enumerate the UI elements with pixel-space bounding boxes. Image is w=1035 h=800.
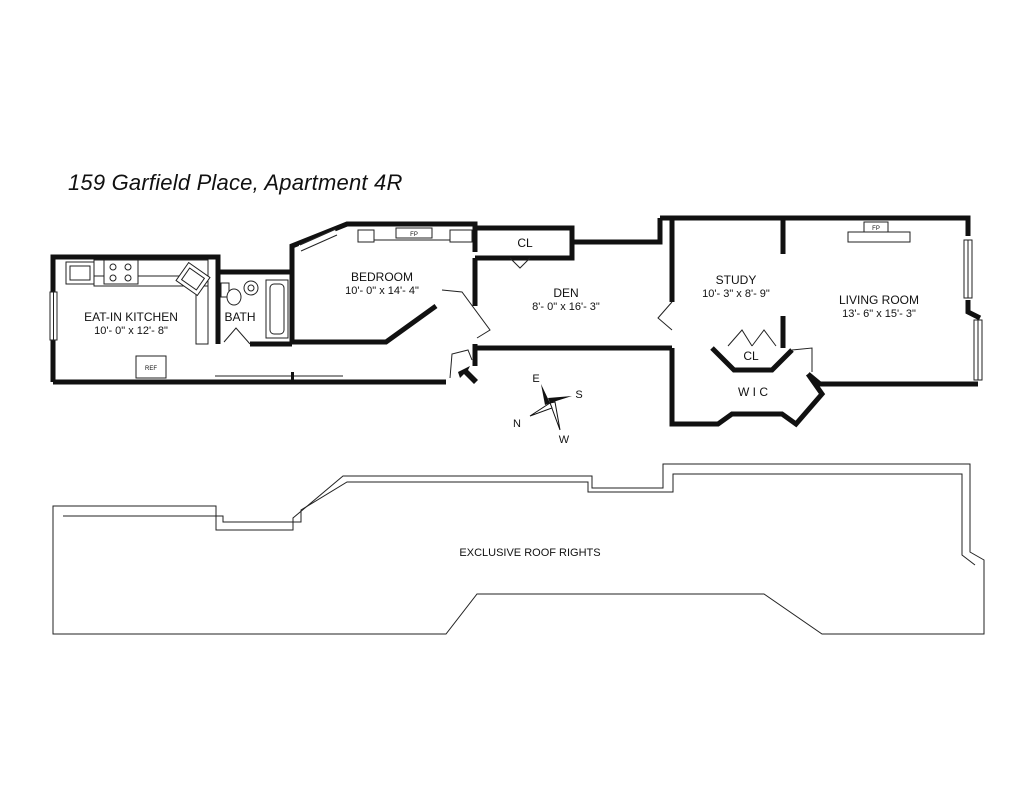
study-name: STUDY bbox=[716, 273, 757, 287]
closet-2-name: CL bbox=[743, 349, 759, 363]
bedroom-name: BEDROOM bbox=[351, 270, 413, 284]
bedroom-dims: 10'- 0" x 14'- 4" bbox=[345, 285, 419, 297]
compass-east-label: E bbox=[532, 373, 539, 385]
window-bedroom bbox=[298, 228, 338, 252]
stove-icon bbox=[103, 259, 139, 285]
windows bbox=[49, 228, 983, 382]
compass-west-label: W bbox=[559, 434, 570, 446]
fireplace-bedroom-label: FP bbox=[410, 232, 418, 238]
closet-1-name: CL bbox=[517, 236, 533, 250]
compass-north-label: N bbox=[513, 418, 521, 430]
room-labels: EAT-IN KITCHEN 10'- 0" x 12'- 8" BATH BE… bbox=[84, 236, 919, 399]
door-bedroom bbox=[441, 289, 491, 339]
toilet-icon bbox=[220, 282, 242, 306]
door-closet-1 bbox=[509, 257, 531, 269]
living-room-name: LIVING ROOM bbox=[839, 293, 919, 307]
roof-inner-edge bbox=[63, 473, 976, 566]
door-closet-2 bbox=[727, 329, 777, 347]
roof-outline: EXCLUSIVE ROOF RIGHTS bbox=[52, 463, 985, 635]
compass-needle-west bbox=[549, 401, 561, 431]
compass-icon: E S N W bbox=[513, 373, 583, 446]
kitchen-dims: 10'- 0" x 12'- 8" bbox=[94, 325, 168, 337]
compass-needle-north bbox=[529, 402, 553, 417]
fireplace-living-label: FP bbox=[872, 226, 880, 232]
sink-bath-icon bbox=[243, 280, 259, 296]
fireplace-living: FP bbox=[847, 221, 911, 243]
door-wic bbox=[791, 347, 813, 372]
window-kitchen bbox=[49, 291, 58, 341]
wall-study-top bbox=[660, 215, 971, 236]
door-entry bbox=[449, 349, 473, 379]
compass-needle-east bbox=[541, 384, 550, 405]
kitchen-fixtures: REF bbox=[65, 259, 211, 379]
wall-living-right bbox=[965, 300, 982, 321]
kitchen-name: EAT-IN KITCHEN bbox=[84, 310, 178, 324]
walls bbox=[50, 215, 982, 428]
door-bath bbox=[223, 327, 251, 345]
refrigerator-label: REF bbox=[145, 366, 157, 372]
wall-wic bbox=[669, 348, 826, 428]
refrigerator-icon: REF bbox=[135, 355, 167, 379]
compass-south-label: S bbox=[575, 389, 582, 401]
corridor-post bbox=[291, 372, 294, 382]
den-dims: 8'- 0" x 16'- 3" bbox=[532, 301, 600, 313]
roof-outer-edge bbox=[52, 463, 985, 635]
roof-label: EXCLUSIVE ROOF RIGHTS bbox=[459, 547, 600, 559]
wall-bedroom-bottom bbox=[292, 303, 438, 345]
window-living-2 bbox=[973, 319, 983, 381]
entry-arrow-icon bbox=[458, 366, 478, 384]
wall-bedroom bbox=[289, 221, 478, 272]
den-name: DEN bbox=[553, 286, 578, 300]
window-living-1 bbox=[963, 239, 973, 299]
living-room-dims: 13'- 6" x 15'- 3" bbox=[842, 308, 916, 320]
wall-living-bottom bbox=[806, 372, 978, 387]
plan-title: 159 Garfield Place, Apartment 4R bbox=[68, 170, 403, 195]
wall-closet-2 bbox=[710, 346, 794, 373]
bath-fixtures bbox=[220, 279, 289, 339]
bath-name: BATH bbox=[224, 310, 255, 324]
compass-needle-south bbox=[548, 396, 572, 403]
wall-den-top bbox=[572, 218, 663, 245]
fireplace-bedroom: FP bbox=[357, 227, 473, 243]
wic-name: W I C bbox=[738, 385, 768, 399]
bathtub-icon bbox=[265, 279, 289, 339]
study-dims: 10'- 3" x 8'- 9" bbox=[702, 288, 770, 300]
sink-icon bbox=[175, 261, 211, 297]
door-study bbox=[657, 301, 673, 331]
doors bbox=[223, 257, 813, 379]
